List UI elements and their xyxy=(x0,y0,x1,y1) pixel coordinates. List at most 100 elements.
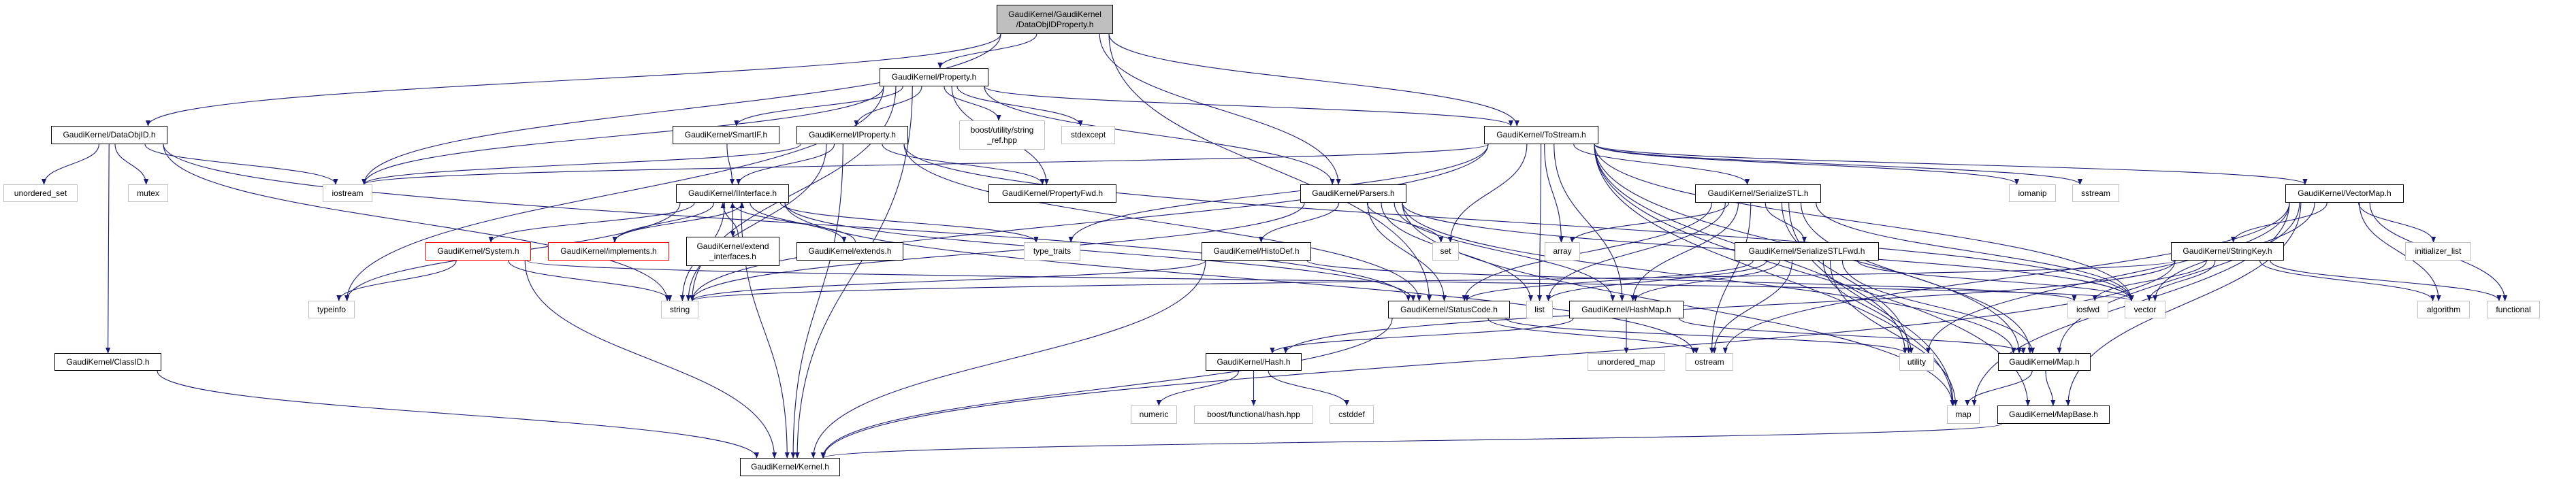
node-smartif[interactable]: GaudiKernel/SmartIF.h xyxy=(673,126,779,144)
node-hashmap[interactable]: GaudiKernel/HashMap.h xyxy=(1569,301,1684,318)
node-algorithm[interactable]: algorithm xyxy=(2417,301,2470,318)
edge-tostream-to-iostream xyxy=(361,144,1489,185)
edge-stringkey-to-functional xyxy=(2270,260,2502,301)
edge-root-to-tostream xyxy=(1108,33,1519,127)
edge-tostream-to-vectormap xyxy=(1594,144,2308,185)
node-serializestl[interactable]: GaudiKernel/SerializeSTL.h xyxy=(1695,184,1821,203)
node-unordered-map[interactable]: unordered_map xyxy=(1588,353,1665,371)
node-classid[interactable]: GaudiKernel/ClassID.h xyxy=(54,353,161,371)
edge-property-to-iostream xyxy=(361,86,884,185)
edge-hash-to-numeric xyxy=(1156,370,1240,406)
edge-serializestl-to-statuscode xyxy=(1462,202,1712,301)
edge-histodef-to-iosfwd xyxy=(1306,260,2077,301)
edge-parsers-to-hashmap xyxy=(1394,202,1615,301)
node-histodef[interactable]: GaudiKernel/HistoDef.h xyxy=(1202,242,1311,261)
node-root: GaudiKernel/GaudiKernel /DataObjIDProper… xyxy=(997,5,1113,34)
edge-interface-to-type_traits xyxy=(779,202,1039,243)
edge-parsers-to-histodef xyxy=(1259,202,1340,243)
edge-vectormap-to-algorithm xyxy=(2359,202,2441,301)
node-iosfwd[interactable]: iosfwd xyxy=(2067,301,2108,318)
node-hash[interactable]: GaudiKernel/Hash.h xyxy=(1206,353,1302,371)
node-iostream[interactable]: iostream xyxy=(323,184,372,202)
edge-map_h-to-map xyxy=(1965,370,2033,406)
node-ostream[interactable]: ostream xyxy=(1686,353,1733,371)
edge-system-to-typeinfo xyxy=(336,260,457,301)
node-propertyfwd[interactable]: GaudiKernel/PropertyFwd.h xyxy=(988,184,1116,203)
node-vector[interactable]: vector xyxy=(2125,301,2166,318)
node-interface[interactable]: GaudiKernel/IInterface.h xyxy=(676,184,789,203)
edge-property-to-kernel xyxy=(794,86,913,459)
edge-stringkey-to-kernel xyxy=(821,260,2176,459)
edge-iproperty-to-iostream xyxy=(361,144,801,185)
edge-property-to-string_ref xyxy=(944,86,1001,121)
node-stdexcept[interactable]: stdexcept xyxy=(1061,126,1115,144)
edge-stringkey-to-hash xyxy=(1283,260,2176,354)
edge-tostream-to-hashmap xyxy=(1553,144,1625,301)
node-functional[interactable]: functional xyxy=(2487,301,2540,318)
edge-system-to-kernel xyxy=(524,260,777,459)
node-list[interactable]: list xyxy=(1526,301,1553,318)
edge-hashmap-to-hash xyxy=(1270,318,1574,354)
node-mapbase[interactable]: GaudiKernel/MapBase.h xyxy=(1997,405,2110,424)
edge-dataobjid-to-unordered_set xyxy=(41,144,99,185)
edge-serializestlfwd-to-hashmap xyxy=(1632,260,1780,301)
edge-iproperty-to-interface xyxy=(736,144,835,185)
node-mutex[interactable]: mutex xyxy=(128,184,168,202)
node-serializestlfwd[interactable]: GaudiKernel/SerializeSTLFwd.h xyxy=(1735,242,1879,261)
node-system[interactable]: GaudiKernel/System.h xyxy=(425,242,531,261)
node-map[interactable]: map xyxy=(1947,405,1980,424)
edge-property-to-parsers xyxy=(984,86,1335,185)
edge-interface-to-system xyxy=(488,202,695,243)
node-utility[interactable]: utility xyxy=(1899,353,1934,371)
edge-tostream-to-array xyxy=(1544,144,1564,243)
edge-stringkey-to-string xyxy=(690,260,2176,301)
edge-vectormap-to-ostream xyxy=(1722,202,2290,354)
edge-serializestl-to-map_h xyxy=(1801,202,2033,354)
node-iomanip[interactable]: iomanip xyxy=(2009,184,2056,202)
edge-interface-to-statuscode xyxy=(784,202,1416,301)
node-property[interactable]: GaudiKernel/Property.h xyxy=(880,68,988,86)
node-iproperty[interactable]: GaudiKernel/IProperty.h xyxy=(796,126,908,144)
node-initializer-list[interactable]: initializer_list xyxy=(2405,242,2471,261)
node-map-h[interactable]: GaudiKernel/Map.h xyxy=(1998,353,2091,371)
node-boost-hash[interactable]: boost/functional/hash.hpp xyxy=(1194,405,1313,424)
edge-histodef-to-kernel xyxy=(811,260,1206,459)
edge-tostream-to-iomanip xyxy=(1594,144,2019,185)
node-set[interactable]: set xyxy=(1432,242,1459,261)
edge-dataobjid-to-mutex xyxy=(114,144,149,185)
node-string[interactable]: string xyxy=(661,301,698,318)
node-extend-interfaces[interactable]: GaudiKernel/extend _interfaces.h xyxy=(686,237,779,266)
edge-tostream-to-vector xyxy=(1594,144,2134,301)
node-parsers[interactable]: GaudiKernel/Parsers.h xyxy=(1300,184,1406,203)
node-tostream[interactable]: GaudiKernel/ToStream.h xyxy=(1484,126,1598,144)
node-implements[interactable]: GaudiKernel/implements.h xyxy=(548,242,669,261)
edge-property-to-tostream xyxy=(984,86,1513,127)
edge-smartif-to-interface xyxy=(726,144,735,185)
node-vectormap[interactable]: GaudiKernel/VectorMap.h xyxy=(2285,184,2404,203)
edge-vectormap-to-utility xyxy=(1925,202,2290,354)
edge-serializestl-to-hashmap xyxy=(1630,202,1739,301)
edge-serializestlfwd-to-statuscode xyxy=(1464,260,1754,301)
node-array[interactable]: array xyxy=(1545,242,1580,261)
edge-property-to-iproperty xyxy=(854,86,922,127)
node-kernel[interactable]: GaudiKernel/Kernel.h xyxy=(740,458,840,476)
node-dataobjid[interactable]: GaudiKernel/DataObjID.h xyxy=(51,126,167,144)
node-extends[interactable]: GaudiKernel/extends.h xyxy=(796,242,903,261)
node-type-traits[interactable]: type_traits xyxy=(1024,242,1080,261)
edge-stringkey-to-vector xyxy=(2146,260,2216,301)
node-statuscode[interactable]: GaudiKernel/StatusCode.h xyxy=(1388,301,1510,318)
node-sstream[interactable]: sstream xyxy=(2072,184,2119,202)
node-string-ref[interactable]: boost/utility/string _ref.hpp xyxy=(959,120,1045,150)
node-cstddef[interactable]: cstddef xyxy=(1330,405,1374,424)
edge-parsers-to-statuscode xyxy=(1367,202,1447,301)
edge-iproperty-to-vector xyxy=(903,144,2134,301)
edge-system-to-string xyxy=(508,260,673,301)
node-unordered-set[interactable]: unordered_set xyxy=(3,184,78,202)
node-stringkey[interactable]: GaudiKernel/StringKey.h xyxy=(2171,242,2284,261)
edge-statuscode-to-ostream xyxy=(1487,318,1699,354)
edge-statuscode-to-utility xyxy=(1505,318,1907,354)
node-numeric[interactable]: numeric xyxy=(1131,405,1177,424)
node-typeinfo[interactable]: typeinfo xyxy=(308,301,355,318)
edge-serializestlfwd-to-list xyxy=(1545,260,1767,301)
edge-serializestlfwd-to-ostream xyxy=(1711,260,1793,354)
